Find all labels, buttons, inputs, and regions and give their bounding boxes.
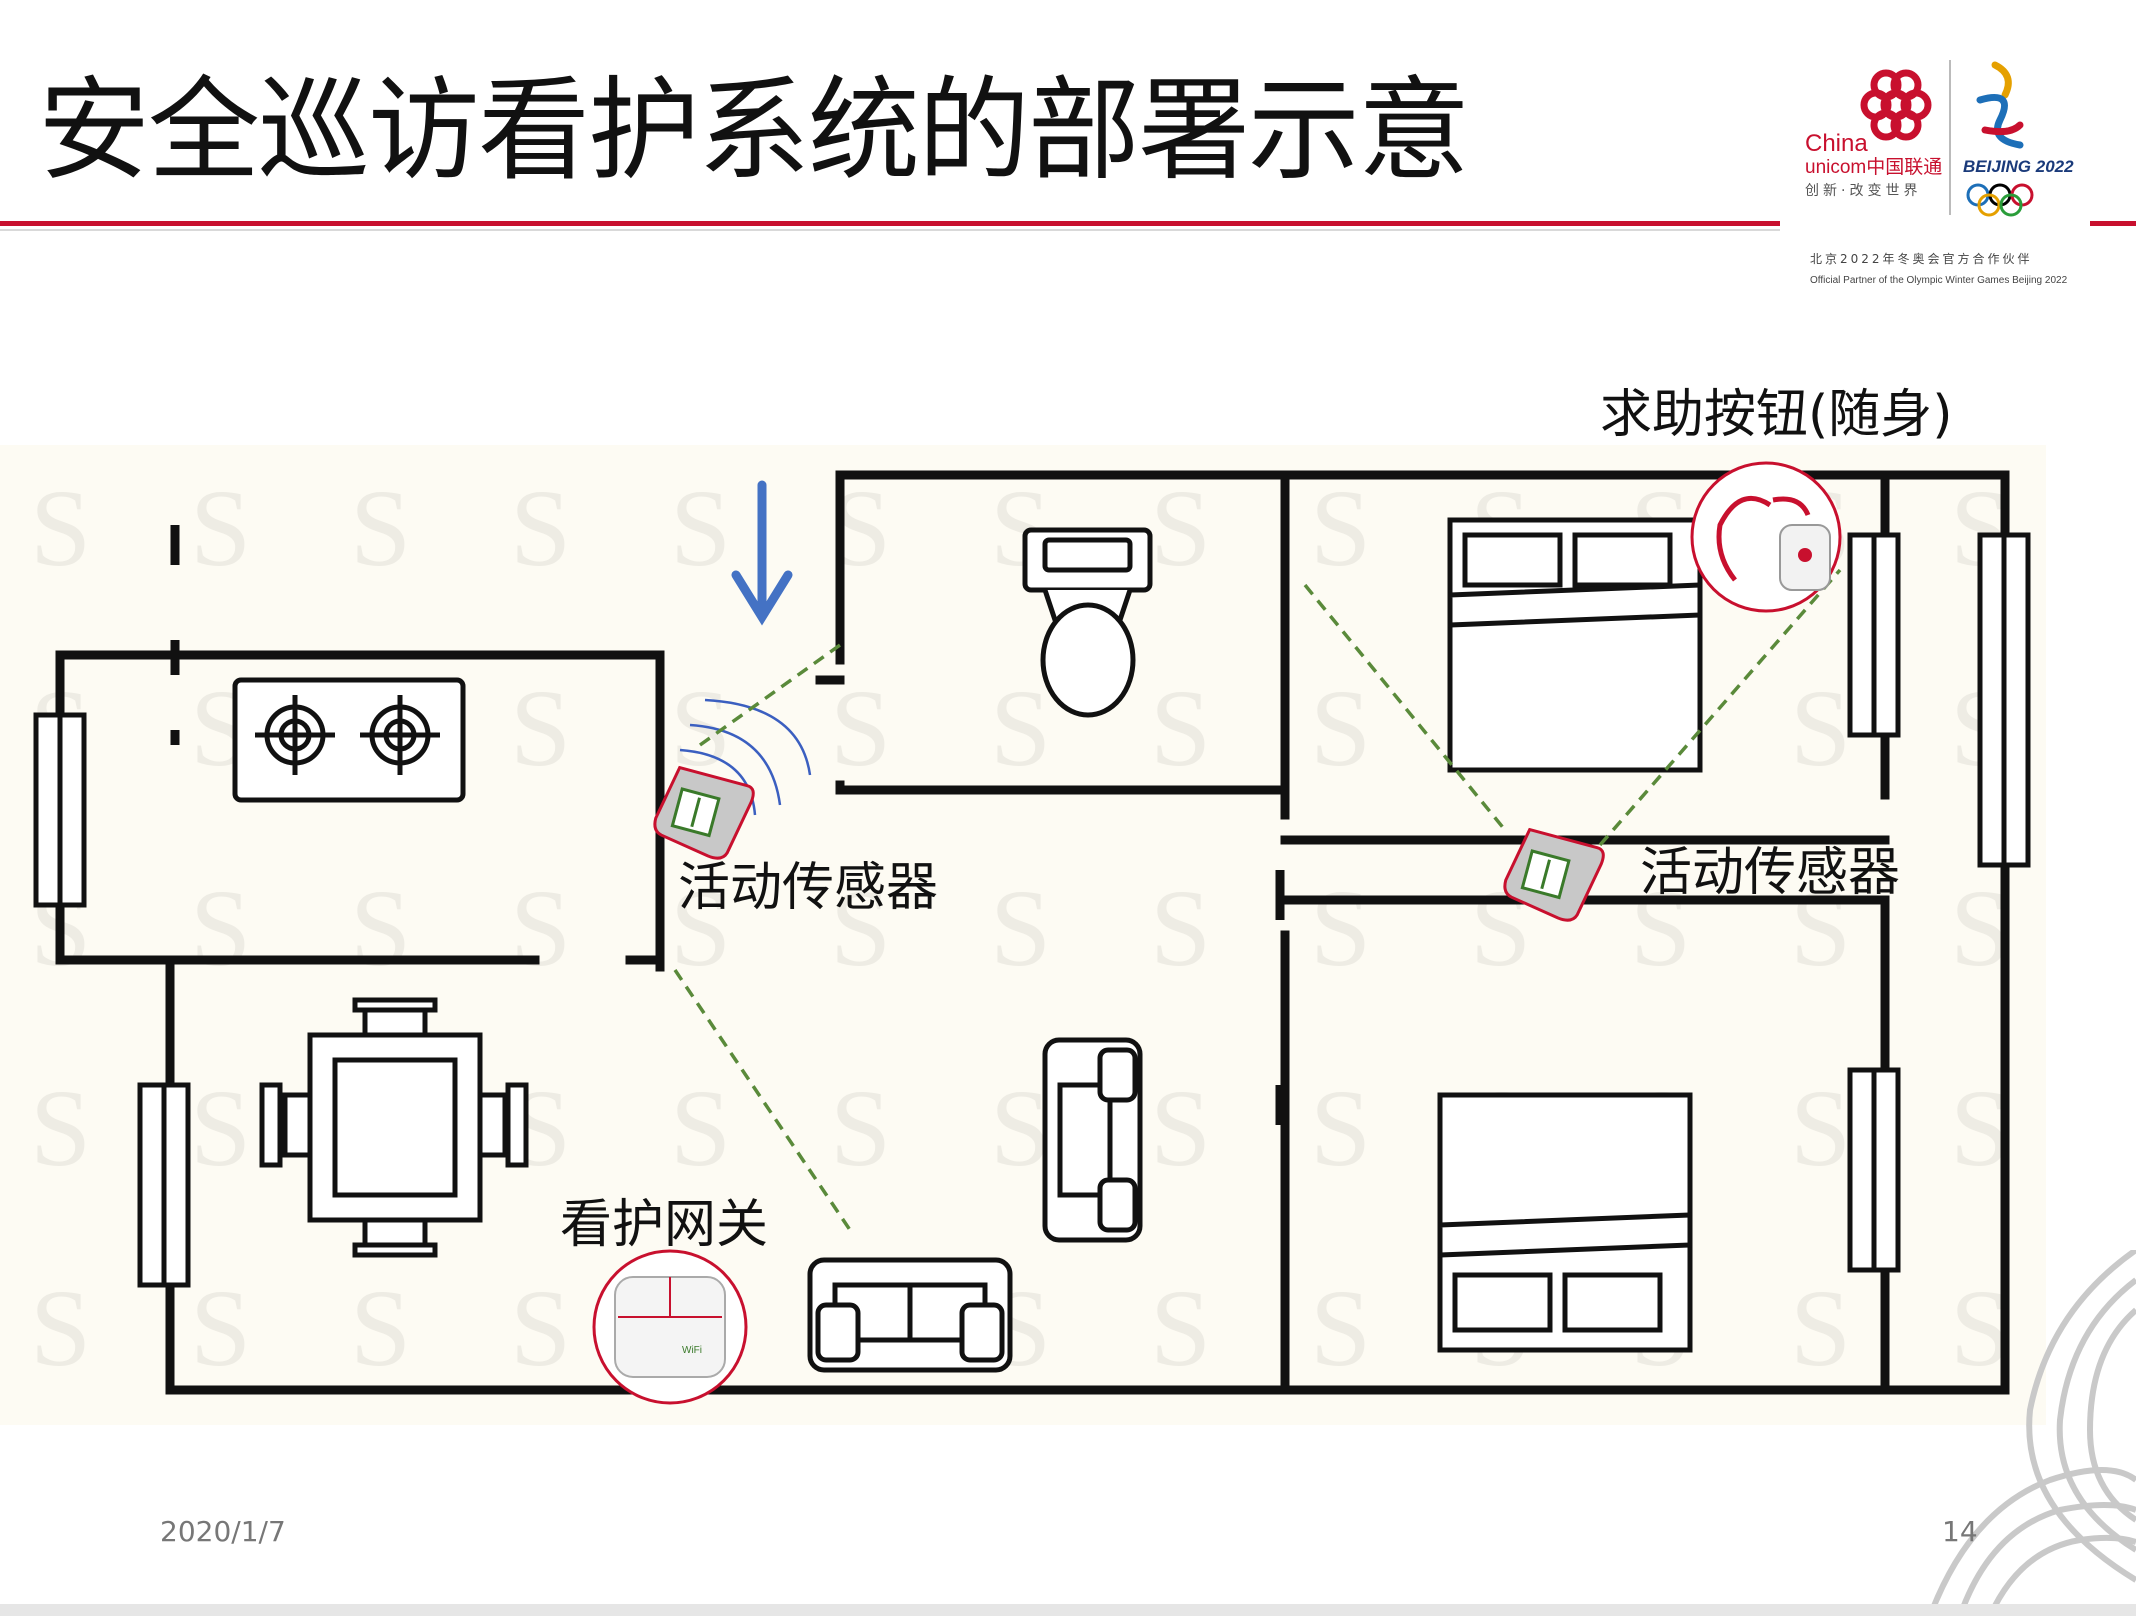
decorative-knot-icon <box>1930 1250 2136 1616</box>
unicom-beijing2022-logo: China unicom中国联通 创新·改变世界 BEIJING 2022 北京… <box>1805 60 2074 286</box>
activity-sensor-left-icon <box>653 765 755 860</box>
logo-beijing: BEIJING 2022 <box>1963 157 2074 176</box>
gateway-label: 看护网关 <box>560 1195 769 1255</box>
watermark-pattern <box>0 445 2046 1425</box>
entry-arrow-icon <box>731 480 793 626</box>
logo-unicom: unicom中国联通 <box>1805 156 1942 178</box>
wall-stubs <box>170 525 1285 1125</box>
title-rule-right <box>2090 221 2136 226</box>
activity-sensor-right-icon <box>1503 827 1605 922</box>
sensor-left-label: 活动传感器 <box>678 858 939 918</box>
logo-china: China <box>1805 130 1868 157</box>
gateway-device-icon: WiFi <box>592 1249 748 1405</box>
title-rule-shadow <box>0 229 1780 231</box>
logo-slogan: 创新·改变世界 <box>1805 183 1921 199</box>
olympic-rings-icon <box>1966 183 2034 217</box>
unicom-knot-icon <box>1860 69 1932 141</box>
windows <box>33 532 2031 1288</box>
logo-partner-cn: 北京2022年冬奥会官方合作伙伴 <box>1810 251 2033 266</box>
dining-table <box>259 997 529 1258</box>
armchair <box>1042 1037 1143 1243</box>
logo-partner-en: Official Partner of the Olympic Winter G… <box>1810 275 2068 286</box>
beijing2022-emblem-icon <box>1976 61 2024 149</box>
bed-top <box>1447 517 1703 773</box>
sensor-right-label: 活动传感器 <box>1640 843 1901 903</box>
stove <box>232 677 466 803</box>
footer-bar <box>0 1604 2136 1616</box>
title-rule <box>0 221 1780 226</box>
detection-beams <box>673 568 1842 1231</box>
bed-bottom <box>1437 1092 1693 1353</box>
footer-date: 2020/1/7 <box>160 1515 286 1548</box>
sensor-waves <box>679 698 812 816</box>
help-button-icon <box>1690 461 1842 613</box>
toilet <box>1022 527 1153 718</box>
page-title: 安全巡访看护系统的部署示意 <box>38 66 1470 196</box>
floorplan: S <box>0 445 2046 1425</box>
gateway-device-text: WiFi <box>682 1345 702 1356</box>
footer-page-number: 14 <box>1942 1515 1978 1548</box>
sofa <box>807 1257 1013 1373</box>
help-button-label: 求助按钮(随身) <box>1600 385 1953 445</box>
